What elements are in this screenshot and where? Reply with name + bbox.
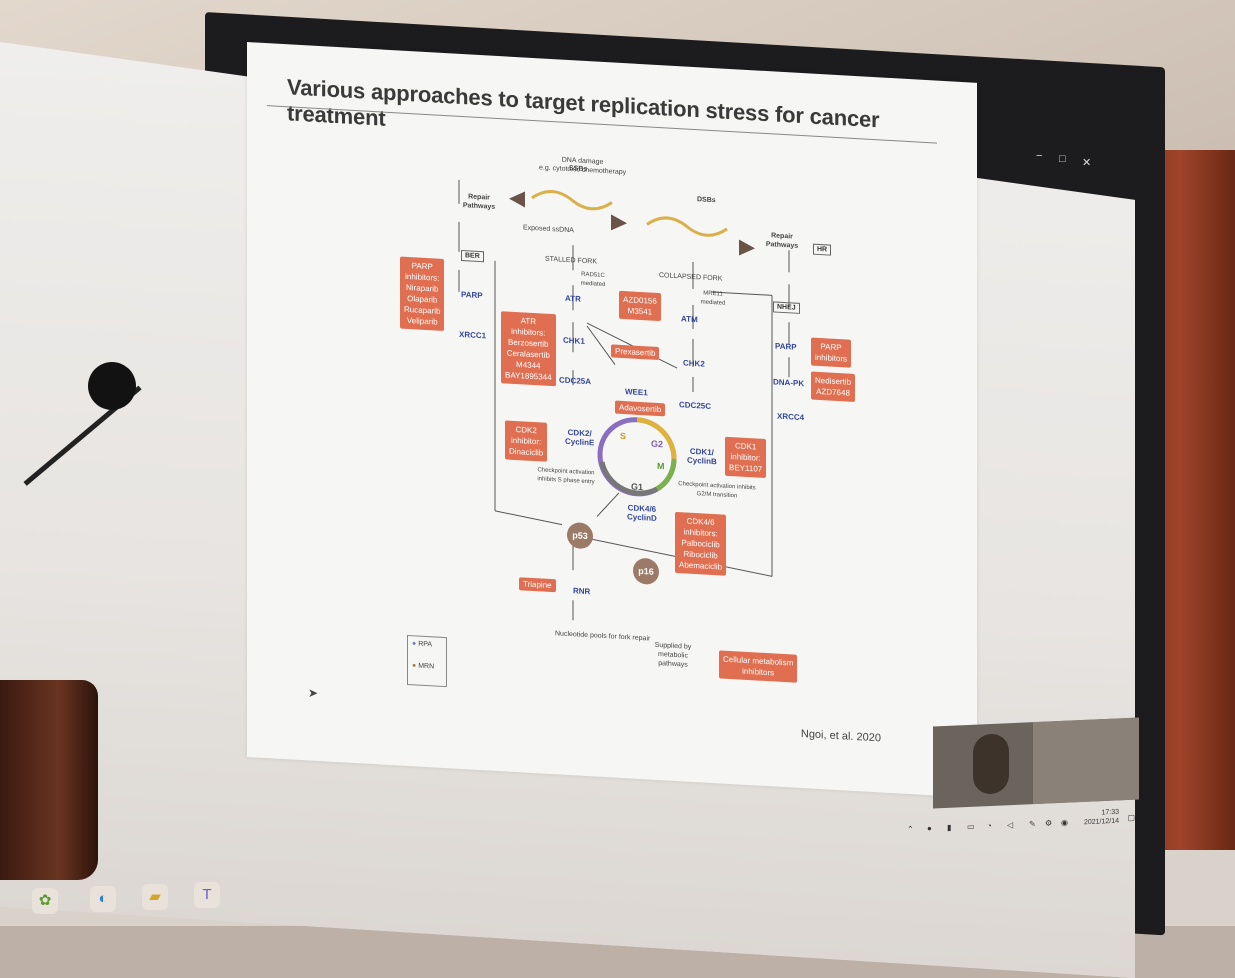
atr-inhibitors-box: ATR inhibitors: Berzosertib Ceralasertib… (501, 311, 556, 387)
cdk46-inhibitors-box: CDK4/6 inhibitors: Palbociclib Ribocicli… (675, 511, 727, 576)
cdk1-inhibitor-box: CDK1 inhibitor: BEY1107 (725, 436, 767, 479)
phase-g2-label: G2 (651, 438, 664, 450)
prexasertib-box: Prexasertib (611, 344, 660, 361)
checkpoint-s-label: Checkpoint activation inhibits S phase e… (537, 467, 595, 486)
chk1-node: CHK1 (563, 335, 585, 346)
mre11-mediated-label: MRE11 mediated (700, 290, 726, 307)
atm-inhibitors-box: AZD0156 M3541 (619, 290, 661, 322)
person-silhouette (973, 733, 1009, 795)
phase-g1-label: G1 (631, 481, 644, 493)
presentation-slide: Various approaches to target replication… (247, 42, 977, 798)
xrcc4-node: XRCC4 (777, 411, 805, 423)
hr-box: HR (813, 243, 832, 256)
repair-pathways-left: Repair Pathways (462, 193, 496, 211)
supplied-by-label: Supplied by metabolic pathways (654, 641, 692, 669)
network-icon[interactable]: ◔ (987, 821, 992, 831)
dnapk-inhibitors-box: Nedisertib AZD7648 (811, 371, 856, 402)
phase-s-label: S (620, 430, 627, 442)
ssbs-label: SSBs (569, 165, 588, 174)
atm-node: ATM (681, 314, 698, 325)
microphone-head (88, 362, 136, 410)
triapine-box: Triapine (519, 577, 556, 593)
restore-button[interactable]: □ (1059, 153, 1066, 165)
teams-icon[interactable]: T (194, 882, 220, 908)
legend-mrn: ● MRN (412, 662, 435, 671)
notification-icon[interactable]: ▢ (1127, 812, 1135, 823)
parp-inhibitors-right-box: PARP inhibitors (811, 337, 852, 368)
clock[interactable]: 17:33 2021/12/14 (1083, 808, 1119, 827)
rad51c-mediated-label: RAD51C mediated (580, 271, 606, 289)
diagram-arrows (458, 179, 790, 621)
cdc25c-node: CDC25C (679, 400, 712, 411)
edge-icon[interactable]: ◐ (90, 886, 116, 912)
taskbar: ✿ ◐ ▰ T (0, 870, 1235, 926)
p16-node: p16 (633, 557, 659, 586)
webcam-overlay (933, 717, 1139, 809)
xrcc1-node: XRCC1 (459, 329, 487, 341)
usb-icon[interactable]: ▮ (947, 822, 952, 833)
repair-pathways-right: Repair Pathways (765, 232, 799, 250)
cdc25a-node: CDC25A (559, 375, 592, 387)
legend-rpa: ● RPA (412, 640, 433, 649)
nhej-box: NHEJ (773, 301, 800, 314)
legend: ● RPA ● MRN (407, 634, 447, 688)
parp-right-node: PARP (775, 341, 797, 352)
rpa-swatch-icon: ● (412, 640, 417, 648)
mouse-cursor-icon: ➤ (308, 686, 319, 700)
dsbs-label: DSBs (697, 196, 716, 205)
wee1-node: WEE1 (625, 387, 648, 398)
battery-icon[interactable]: ▭ (967, 821, 975, 832)
volume-icon[interactable]: ◁ (1007, 820, 1014, 830)
mrn-swatch-icon: ● (412, 662, 417, 670)
p53-node: p53 (567, 521, 593, 550)
rnr-node: RNR (573, 586, 591, 597)
cdk1-node: CDK1/ CyclinB (687, 446, 717, 467)
cdk46-node: CDK4/6 CyclinD (627, 503, 657, 523)
ber-box: BER (461, 249, 484, 263)
adavosertib-box: Adavosertib (615, 400, 666, 417)
parp-inhibitors-box: PARP inhibitors: Niraparib Olaparib Ruca… (400, 256, 445, 332)
folder-icon[interactable]: ▰ (142, 884, 168, 910)
podium (0, 680, 98, 880)
close-button[interactable]: ✕ (1082, 157, 1092, 169)
metabolism-inhibitors-box: Cellular metabolism inhibitors (719, 650, 798, 683)
settings-icon[interactable]: ⚙ (1045, 818, 1053, 828)
minimize-button[interactable]: − (1036, 150, 1043, 162)
chevron-up-icon[interactable]: ⌃ (907, 824, 914, 834)
cdk2-inhibitor-box: CDK2 inhibitor: Dinaciclib (505, 420, 548, 462)
app-tray-icon[interactable]: ◉ (1061, 817, 1068, 828)
cdk2-node: CDK2/ CyclinE (565, 427, 595, 448)
parp-node: PARP (461, 289, 483, 301)
palette-icon[interactable]: ✿ (32, 888, 58, 914)
chk2-node: CHK2 (683, 358, 705, 369)
microphone-icon[interactable]: ● (927, 823, 932, 834)
dna-pk-node: DNA-PK (773, 377, 805, 389)
phase-m-label: M (657, 460, 665, 472)
atr-node: ATR (565, 293, 581, 304)
pen-icon[interactable]: ✎ (1029, 819, 1036, 829)
webcam-background (1033, 717, 1139, 805)
